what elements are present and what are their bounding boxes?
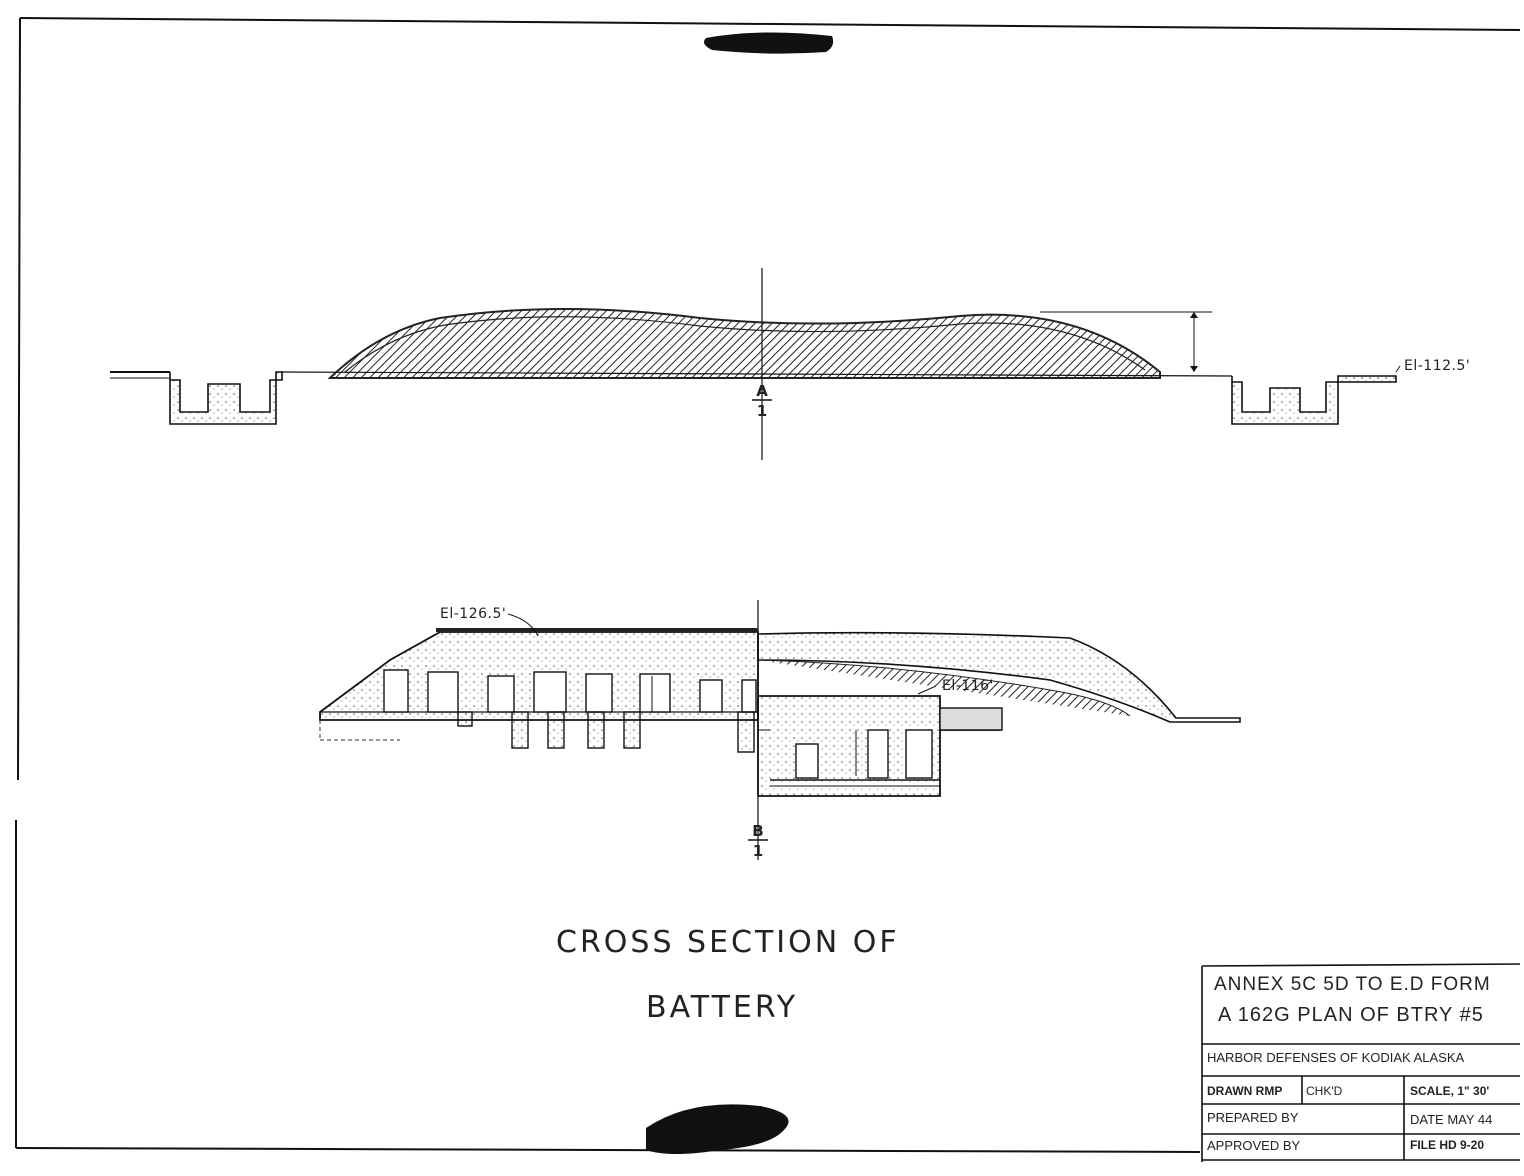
elevation-label-lower-right: El-116' <box>942 678 994 694</box>
elevation-label-top-right: El-112.5' <box>1404 358 1471 374</box>
drawing-border <box>15 17 1521 1153</box>
section-mark-a-letter: A <box>756 382 768 400</box>
elevation-label-lower-left: El-126.5' <box>440 606 507 622</box>
title-block-checked: CHK'D <box>1306 1084 1343 1098</box>
upper-cross-section <box>110 268 1401 460</box>
title-block-approved: APPROVED BY <box>1207 1138 1301 1153</box>
drawing-title-line1: CROSS SECTION OF <box>556 925 900 960</box>
bottom-redaction-mark <box>646 1104 789 1154</box>
title-block-org: HARBOR DEFENSES OF KODIAK ALASKA <box>1207 1050 1465 1065</box>
title-block-prepared: PREPARED BY <box>1207 1110 1299 1125</box>
title-block-drawn: DRAWN RMP <box>1207 1084 1283 1098</box>
drawing-title-line2: BATTERY <box>646 990 799 1025</box>
title-block-file: FILE HD 9-20 <box>1410 1138 1485 1152</box>
title-block-date: DATE MAY 44 <box>1410 1112 1493 1127</box>
title-block-frame <box>1201 963 1521 1162</box>
title-block-annex-line2: A 162G PLAN OF BTRY #5 <box>1218 1004 1484 1026</box>
lower-cross-section <box>319 600 1241 860</box>
section-mark-b-letter: B <box>752 822 764 840</box>
title-block-annex-line1: ANNEX 5C 5D TO E.D FORM <box>1214 974 1491 995</box>
section-mark-b-number: 1 <box>752 842 764 860</box>
top-redaction-mark <box>704 32 834 54</box>
title-block-scale: SCALE, 1" 30' <box>1410 1084 1490 1098</box>
section-mark-a-number: 1 <box>756 402 768 420</box>
